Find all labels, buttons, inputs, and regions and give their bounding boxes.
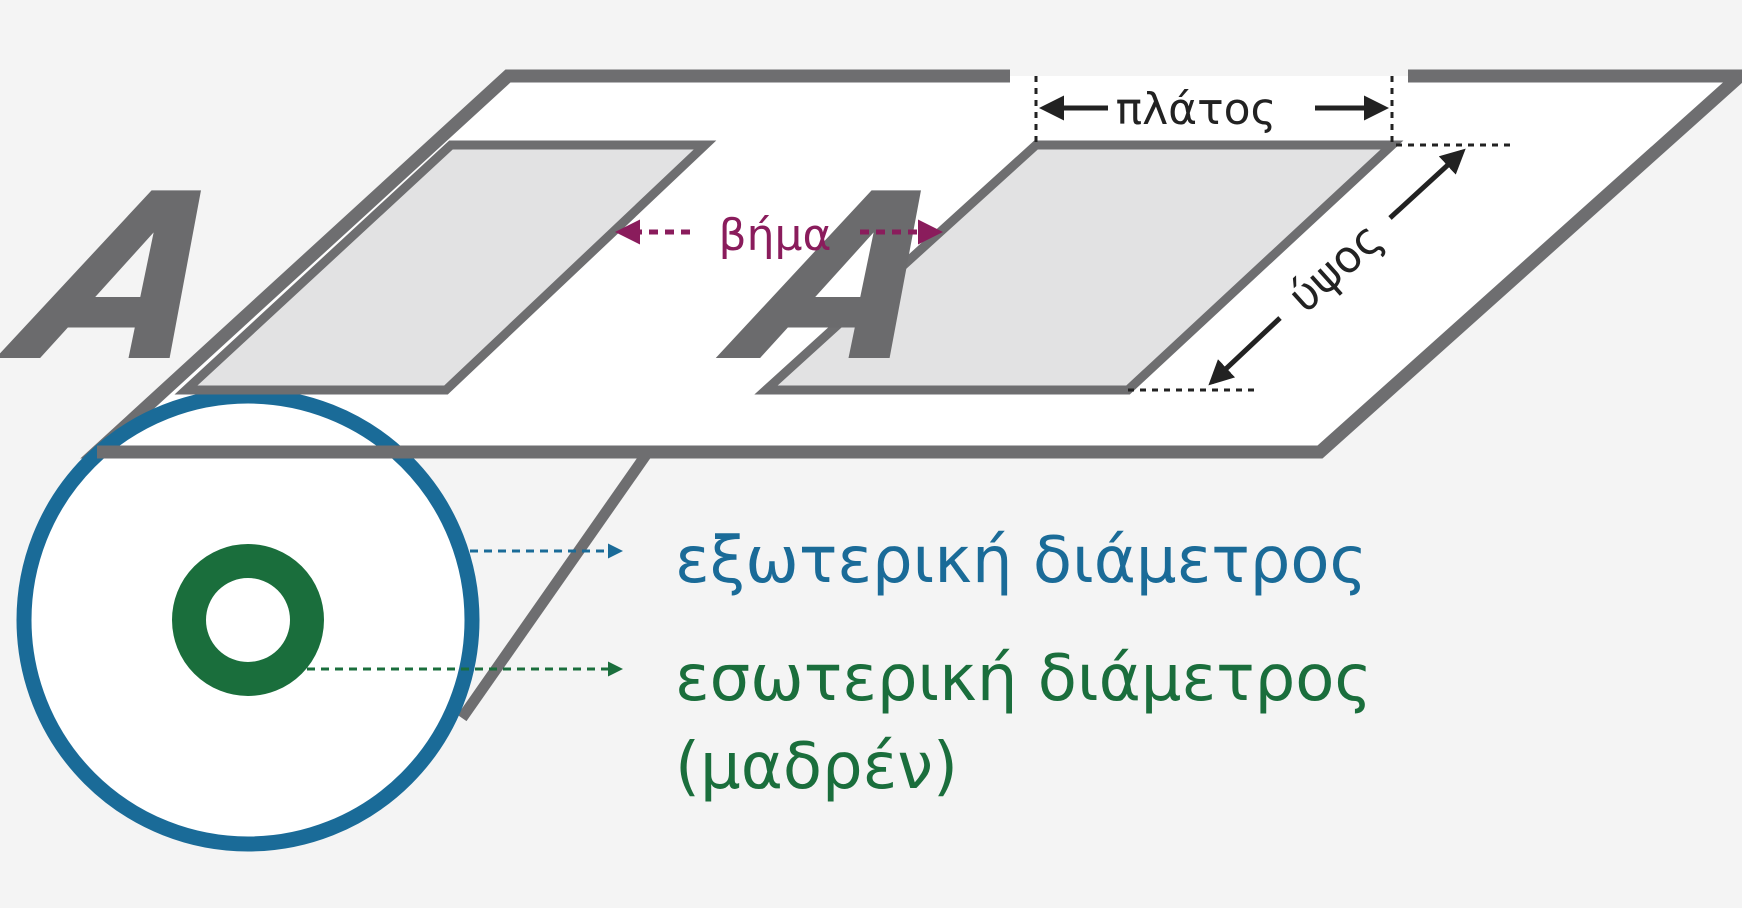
core-label: (μαδρέν) [675, 730, 958, 804]
liner-frame [80, 69, 1742, 459]
height-arrow-top [1388, 148, 1466, 220]
inner-diameter-label: εσωτερική διάμετρος [675, 642, 1372, 716]
height-arrow-bottom [1208, 316, 1282, 386]
inner-core-circle [172, 544, 324, 696]
web-edge-line [457, 448, 653, 722]
width-label: πλάτος [1116, 84, 1277, 135]
pitch-label: βήμα [719, 210, 832, 261]
label-1 [174, 140, 717, 395]
outer-diameter-label: εξωτερική διάμετρος [675, 524, 1367, 598]
